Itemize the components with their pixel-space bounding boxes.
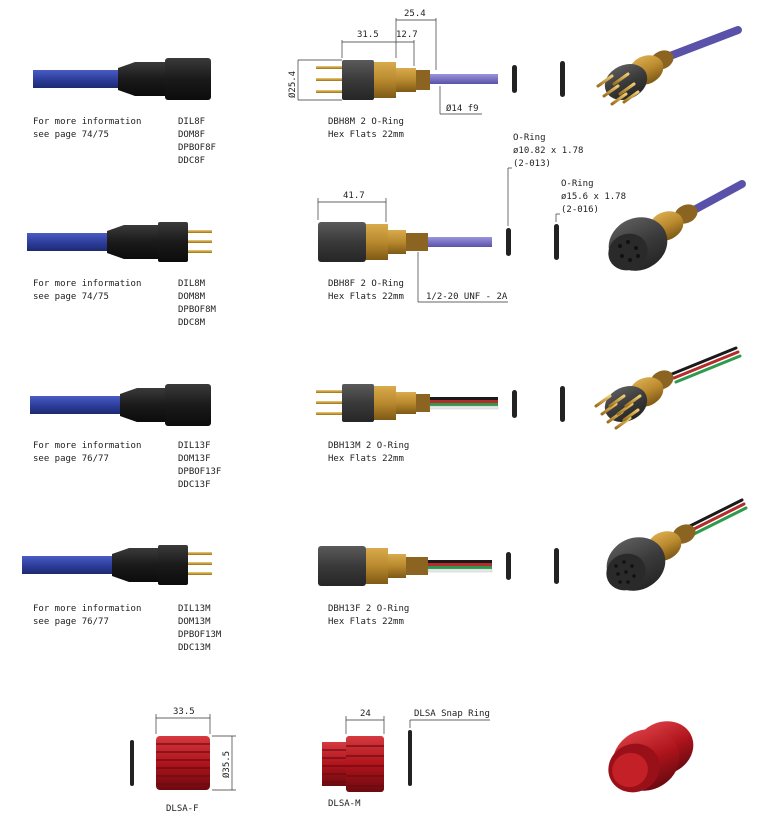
dim-dbh8m-25-4: 25.4 (404, 9, 426, 19)
dlsa-f-label: DLSA-F (166, 804, 199, 814)
part-number: DBH13F 2 O-Ring (328, 604, 410, 614)
part-number: DBH8M 2 O-Ring (328, 117, 404, 127)
info-text-row3: For more information see page 76/77 (33, 440, 141, 466)
o-ring-code: (2-013) (513, 159, 551, 169)
code-item: DIL13F (178, 441, 211, 451)
info-page-ref: see page 76/77 (33, 617, 109, 627)
info-line: For more information (33, 117, 142, 127)
code-item: DPBOF13M (178, 630, 222, 640)
dlsa-m-sleeve (322, 730, 412, 792)
dim-dlsa-f-length: 33.5 (173, 707, 195, 717)
cable-connector-dil8f (33, 58, 211, 100)
codes-row2: DIL8M DOM8M DPBOF8M DDC8M (178, 278, 216, 330)
bulkhead-connector-dbh13m (316, 384, 499, 422)
dbh8m-dimensions (297, 18, 482, 115)
code-item: DDC13F (178, 480, 211, 490)
o-ring-side-row3 (512, 386, 565, 422)
code-item: DIL8F (178, 117, 206, 127)
cable-connector-dil8m (27, 222, 212, 262)
iso-view-dbh13f (606, 498, 748, 591)
o-ring-side-row2 (506, 224, 559, 260)
iso-view-dbh8f (608, 180, 746, 271)
dim-dbh8m-diameter: Ø25.4 (287, 71, 298, 98)
dim-dbh8f-41-7: 41.7 (343, 191, 365, 201)
info-line: For more information (33, 604, 142, 614)
code-item: DDC8M (178, 318, 206, 328)
cable-connector-dil13m (22, 545, 212, 585)
part-text-row3: DBH13M 2 O-Ring Hex Flats 22mm (328, 440, 409, 466)
dim-dbh8f-thread: 1/2-20 UNF - 2A (426, 292, 508, 302)
dlsa-snap-ring-label: DLSA Snap Ring (414, 709, 490, 719)
iso-view-dlsa (608, 721, 694, 793)
code-item: DPBOF8F (178, 143, 216, 153)
o-ring-code: (2-016) (561, 205, 599, 215)
codes-row3: DIL13F DOM13F DPBOF13F DDC13F (178, 440, 221, 492)
hex-flats: Hex Flats 22mm (328, 617, 404, 627)
code-item: DDC13M (178, 643, 211, 653)
code-item: DOM8F (178, 130, 206, 140)
part-text-row4: DBH13F 2 O-Ring Hex Flats 22mm (328, 603, 409, 629)
code-item: DIL8M (178, 279, 206, 289)
code-item: DDC8F (178, 156, 206, 166)
dlsa-m-dimensions (345, 716, 490, 734)
code-item: DPBOF8M (178, 305, 216, 315)
code-item: DPBOF13F (178, 467, 222, 477)
info-page-ref: see page 74/75 (33, 130, 109, 140)
codes-row4: DIL13M DOM13M DPBOF13M DDC13M (178, 603, 221, 655)
info-page-ref: see page 74/75 (33, 292, 109, 302)
o-ring-leaders (507, 167, 560, 226)
o-ring-title: O-Ring (561, 179, 594, 189)
info-text-row4: For more information see page 76/77 (33, 603, 141, 629)
o-ring-size: ø10.82 x 1.78 (513, 146, 584, 156)
iso-view-dbh13m (594, 346, 742, 430)
info-line: For more information (33, 279, 142, 289)
bulkhead-connector-dbh8f (318, 222, 492, 262)
o-ring-side-row1 (512, 61, 565, 97)
hex-flats: Hex Flats 22mm (328, 454, 404, 464)
bulkhead-connector-dbh8m (316, 60, 498, 100)
dlsa-f-dimensions (155, 714, 236, 791)
hex-flats: Hex Flats 22mm (328, 292, 404, 302)
o-ring-side-row4 (506, 548, 559, 584)
code-item: DOM13F (178, 454, 211, 464)
o-ring-size: ø15.6 x 1.78 (561, 192, 627, 202)
dim-dbh8m-31-5: 31.5 (357, 30, 379, 40)
dim-dlsa-m-length: 24 (360, 709, 371, 719)
part-text-row2: DBH8F 2 O-Ring Hex Flats 22mm (328, 278, 404, 304)
info-page-ref: see page 76/77 (33, 454, 109, 464)
dim-dbh8m-12-7: 12.7 (396, 30, 418, 40)
code-item: DOM13M (178, 617, 211, 627)
codes-row1: DIL8F DOM8F DPBOF8F DDC8F (178, 116, 216, 168)
part-text-row1: DBH8M 2 O-Ring Hex Flats 22mm (328, 116, 404, 142)
hex-flats: Hex Flats 22mm (328, 130, 404, 140)
info-text-row1: For more information see page 74/75 (33, 116, 141, 142)
dbh8f-dimensions (317, 198, 508, 303)
o-ring-small-label: O-Ring ø10.82 x 1.78 (2-013) (513, 132, 583, 171)
bulkhead-connector-dbh13f (318, 546, 493, 586)
iso-view-dbh8m (596, 26, 742, 106)
o-ring-large-label: O-Ring ø15.6 x 1.78 (2-016) (561, 178, 626, 217)
info-text-row2: For more information see page 74/75 (33, 278, 141, 304)
part-number: DBH8F 2 O-Ring (328, 279, 404, 289)
info-line: For more information (33, 441, 142, 451)
dim-dlsa-f-diameter: Ø35.5 (221, 751, 232, 778)
part-number: DBH13M 2 O-Ring (328, 441, 410, 451)
code-item: DOM8M (178, 292, 206, 302)
dlsa-m-label: DLSA-M (328, 799, 361, 809)
dlsa-f-sleeve (130, 736, 210, 790)
dim-dbh8m-shaft: Ø14 f9 (446, 103, 479, 114)
cable-connector-dil13f (30, 384, 211, 426)
code-item: DIL13M (178, 604, 211, 614)
o-ring-title: O-Ring (513, 133, 546, 143)
